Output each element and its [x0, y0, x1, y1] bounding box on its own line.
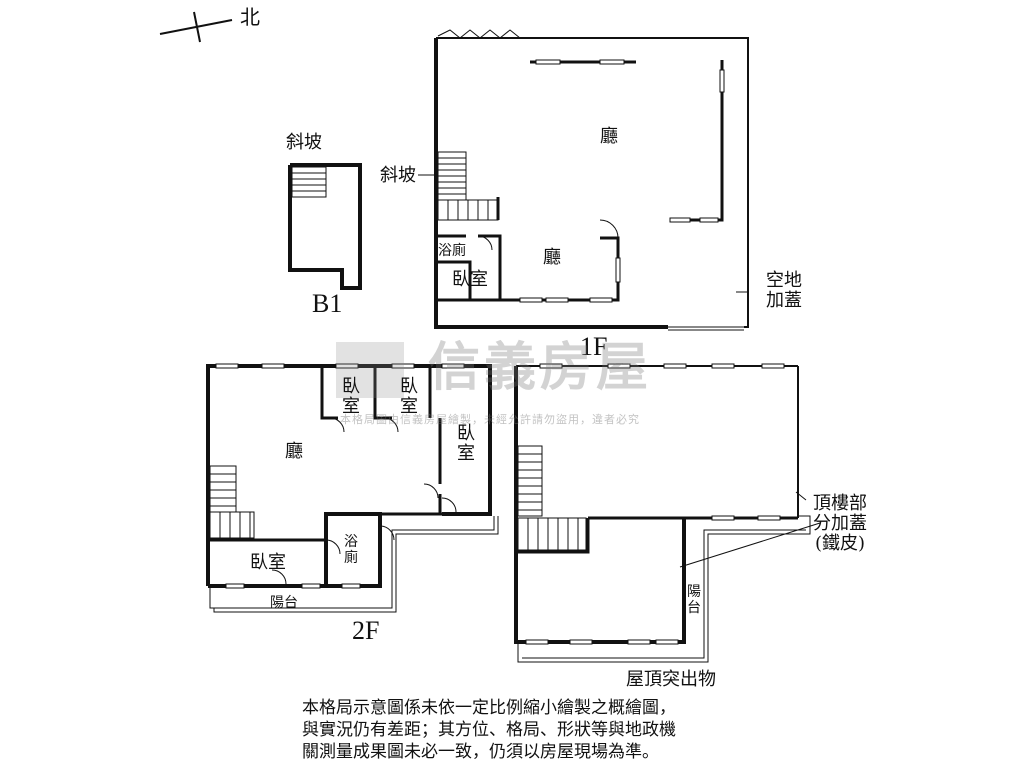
compass-north-label: 北: [240, 5, 260, 29]
f2-floor-label: 2F: [352, 616, 380, 645]
f2-bedroom-b-label: 臥室: [400, 376, 418, 417]
f2-outline: [206, 364, 499, 613]
rooftop-addon-label: 頂樓部分加蓋(鐵皮): [813, 493, 867, 554]
f2-bathroom-label: 浴廁: [344, 534, 358, 566]
b1-floor-label: B1: [312, 289, 343, 318]
b1-outline: [288, 163, 362, 290]
b1-ramp-label: 斜坡: [286, 132, 322, 153]
roof-stairs: [517, 445, 587, 551]
f2-balcony-label: 陽台: [270, 595, 298, 611]
f2-hall-label: 廳: [285, 441, 303, 462]
watermark-logo-icon: [336, 342, 404, 398]
disclaimer-line: 關測量成果圖未必一致，仍須以房屋現場為準。: [302, 742, 659, 762]
roof-protrusion-label: 屋頂突出物: [626, 669, 716, 690]
disclaimer-line: 與實況仍有差距；其方位、格局、形狀等與地政機: [302, 720, 676, 740]
f1-yard-addon-label: 空地加蓋: [766, 270, 802, 311]
roof-balcony-label: 陽台: [687, 584, 701, 616]
compass-arrow-icon: [159, 11, 233, 43]
f1-floor-label: 1F: [580, 332, 608, 361]
roof-outline: [514, 365, 821, 663]
f1-main-hall-label: 廳: [600, 126, 618, 147]
disclaimer-line: 本格局示意圖係未依一定比例縮小繪製之概繪圖，: [302, 698, 676, 718]
b1-ramp-steps: [291, 166, 327, 198]
watermark-brand: 信義房屋: [428, 338, 653, 398]
f1-bedroom-label: 臥室: [452, 269, 488, 290]
f1-small-hall-label: 廳: [543, 247, 561, 268]
f2-stairs: [209, 465, 255, 539]
watermark-notice: 本格局圖由信義房屋繪製，未經允許請勿盜用，違者必究: [340, 413, 640, 426]
f1-bathroom-label: 浴廁: [438, 243, 466, 259]
f2-bedroom-a-label: 臥室: [342, 376, 360, 417]
f1-stairs: [418, 151, 499, 221]
window-markers: [215, 59, 785, 645]
f2-bedroom-d-label: 臥室: [250, 552, 286, 573]
disclaimer: 本格局示意圖係未依一定比例縮小繪製之概繪圖， 與實況仍有差距；其方位、格局、形狀…: [302, 697, 732, 763]
f1-ramp-label: 斜坡: [380, 165, 416, 186]
f2-bedroom-c-label: 臥室: [457, 423, 475, 464]
